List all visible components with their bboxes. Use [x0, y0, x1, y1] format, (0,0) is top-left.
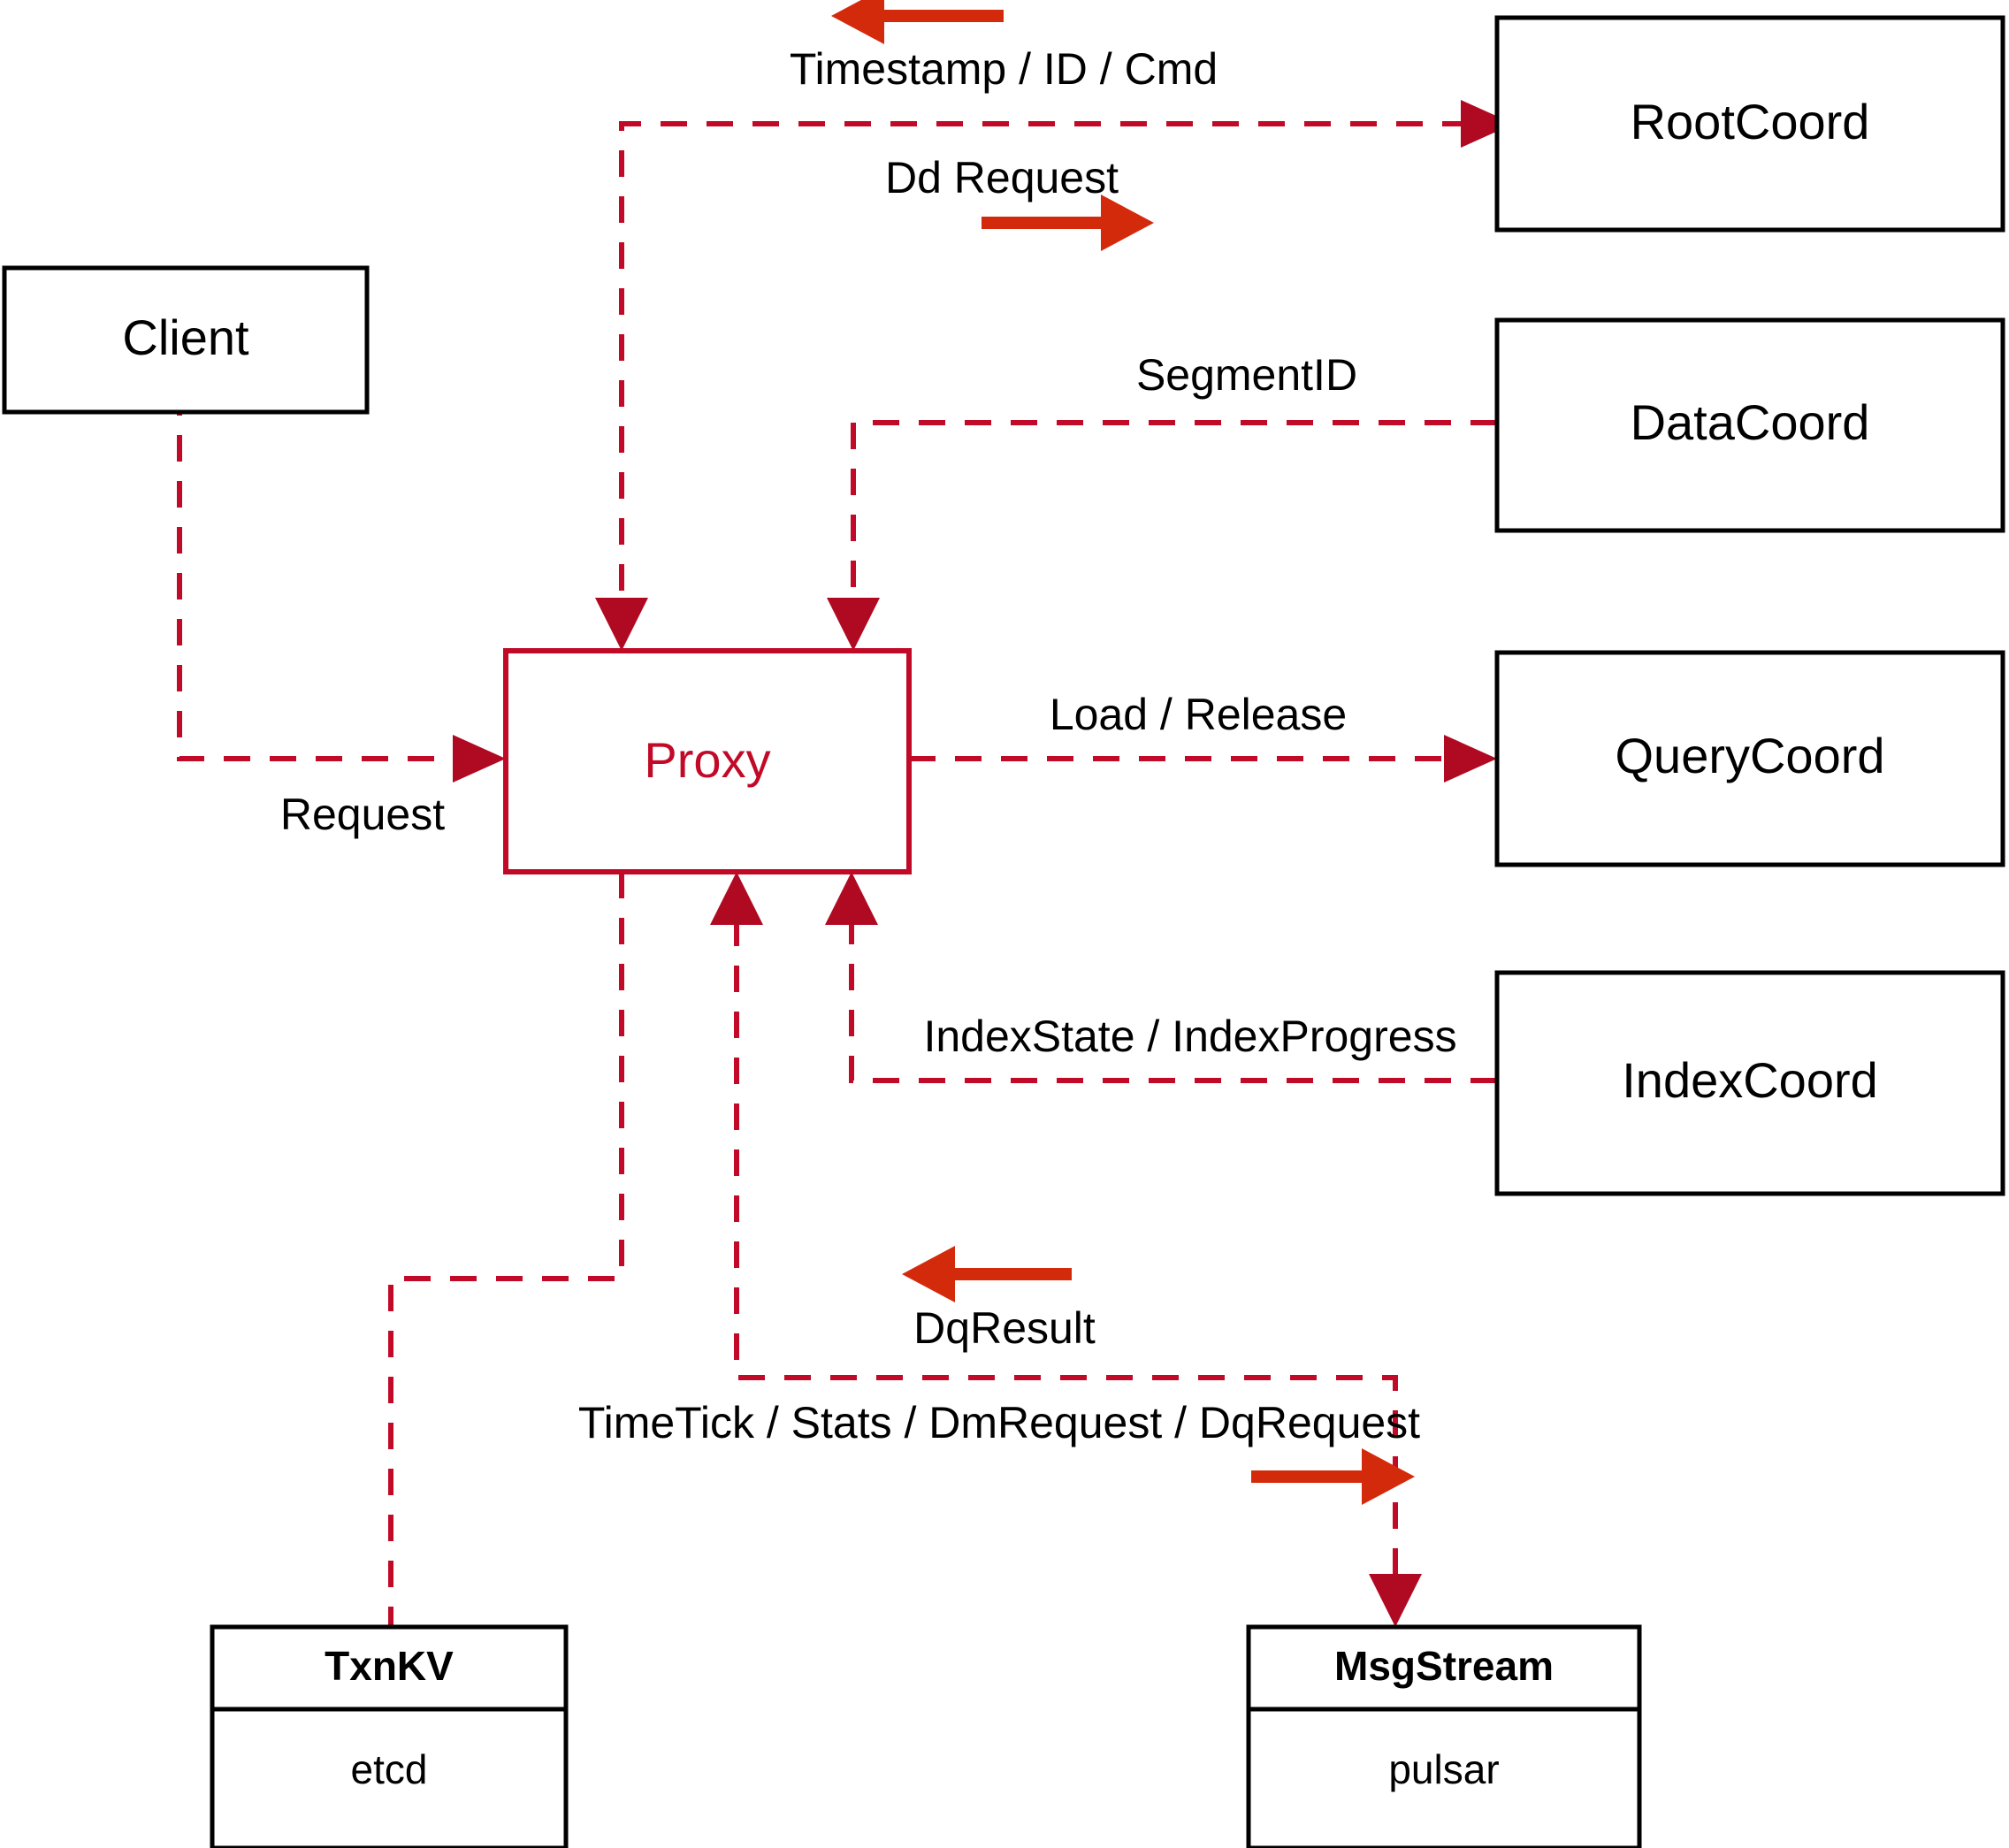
- msgstream-box: [1246, 1624, 1642, 1848]
- flow-arrow-timestamp: [831, 0, 1004, 44]
- node-client[interactable]: Client: [2, 265, 370, 415]
- txnkv-box: [210, 1624, 569, 1848]
- datacoord-box: [1494, 317, 2005, 533]
- proxy-label: Proxy: [644, 732, 770, 788]
- querycoord-label: QueryCoord: [1615, 728, 1884, 783]
- arrowhead-proxy-bottom-mid: [710, 872, 763, 925]
- txnkv-subtitle: etcd: [351, 1746, 428, 1792]
- node-txnkv[interactable]: TxnKV etcd: [210, 1624, 569, 1848]
- edge-label-request: Request: [280, 790, 445, 839]
- client-box: [2, 265, 370, 415]
- edge-timestamp-id-cmd: [595, 598, 648, 651]
- edge-label-load-release: Load / Release: [1050, 690, 1347, 739]
- arrowhead-msgstream: [1369, 1574, 1422, 1627]
- node-indexcoord[interactable]: IndexCoord: [1494, 970, 2005, 1196]
- edge-load-release: [909, 735, 1497, 783]
- node-datacoord[interactable]: DataCoord: [1494, 317, 2005, 533]
- rootcoord-box: [1494, 15, 2005, 233]
- arrowhead-querycoord: [1444, 735, 1497, 783]
- arrowhead-rootcoord: [1461, 100, 1514, 148]
- edge-dd-request: [619, 100, 1514, 637]
- edge-segment-id: [827, 420, 1497, 651]
- edge-label-timetick: TimeTick / Stats / DmRequest / DqRequest: [578, 1398, 1420, 1447]
- flow-arrow-dqresult: [902, 1246, 1072, 1302]
- arrowhead-proxy-bottom-right: [825, 872, 878, 925]
- flow-arrow-timetick: [1251, 1448, 1415, 1505]
- node-proxy[interactable]: Proxy: [503, 648, 912, 874]
- txnkv-title: TxnKV: [325, 1643, 454, 1689]
- edge-label-index-state: IndexState / IndexProgress: [923, 1012, 1456, 1061]
- querycoord-box: [1494, 650, 2005, 867]
- msgstream-title: MsgStream: [1334, 1643, 1554, 1689]
- flow-arrow-dd-request: [982, 195, 1154, 251]
- arrowhead-proxy-left: [453, 735, 506, 783]
- edge-label-timestamp: Timestamp / ID / Cmd: [790, 44, 1218, 94]
- client-label: Client: [122, 309, 249, 365]
- indexcoord-label: IndexCoord: [1622, 1052, 1878, 1108]
- rootcoord-label: RootCoord: [1631, 94, 1870, 149]
- indexcoord-box: [1494, 970, 2005, 1196]
- edge-timetick-dq: [710, 872, 1422, 1627]
- msgstream-subtitle: pulsar: [1388, 1746, 1499, 1792]
- edge-label-dqresult: DqResult: [913, 1303, 1096, 1353]
- edge-txnkv: [388, 872, 624, 1627]
- node-rootcoord[interactable]: RootCoord: [1494, 15, 2005, 233]
- edge-label-segment-id: SegmentID: [1136, 350, 1357, 400]
- edge-label-dd-request: Dd Request: [885, 153, 1119, 202]
- edge-index-state: [825, 872, 1497, 1083]
- datacoord-label: DataCoord: [1631, 394, 1870, 450]
- arrowhead-proxy-top-right: [827, 598, 880, 651]
- edge-request: [177, 389, 506, 783]
- arrowhead-proxy-top-left: [595, 598, 648, 651]
- node-querycoord[interactable]: QueryCoord: [1494, 650, 2005, 867]
- proxy-box: [503, 648, 912, 874]
- node-msgstream[interactable]: MsgStream pulsar: [1246, 1624, 1642, 1848]
